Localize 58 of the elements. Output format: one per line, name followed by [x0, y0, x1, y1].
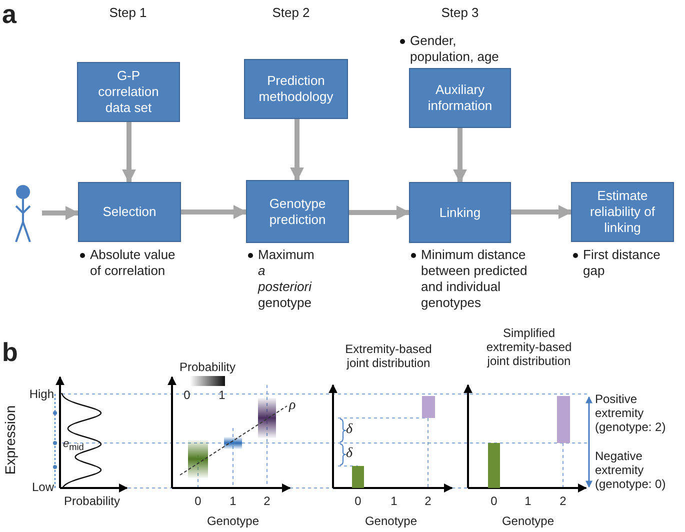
arrow — [181, 205, 248, 219]
arrow — [453, 128, 467, 184]
arrow — [42, 206, 80, 220]
annotation: Positive extremity (genotype: 2) — [595, 392, 667, 434]
gap-label: δ — [346, 447, 354, 461]
axis-title: Genotype — [500, 514, 556, 528]
arrow — [122, 122, 136, 184]
tick-label: 2 — [262, 494, 272, 508]
bullet-note: Maximum a posteriori genotype — [258, 247, 316, 311]
arrow — [349, 206, 410, 220]
process-box — [571, 182, 674, 242]
axis-label: Low — [30, 480, 54, 494]
colorbar-title: Probability — [178, 360, 237, 374]
step-heading: Step 3 — [440, 6, 480, 20]
chart-title: Extremity-based joint distribution — [344, 342, 433, 370]
box-label: Linking — [439, 204, 481, 220]
step-heading: Step 2 — [271, 6, 311, 20]
process-box — [244, 59, 348, 119]
tick-label: 0 — [194, 494, 202, 508]
process-box — [246, 180, 349, 243]
panel-letter: b — [2, 338, 19, 366]
bullet-note: Absolute value of correlation — [90, 247, 176, 279]
bullet-note: Minimum distance between predicted and individual genotypes — [421, 247, 528, 311]
process-box — [409, 182, 511, 243]
process-box — [78, 182, 181, 242]
box-label: Prediction methodology — [258, 73, 334, 105]
axis-title: Genotype — [206, 514, 260, 528]
process-box — [77, 62, 180, 122]
chart-title: Simplified extremity-based joint distribution — [485, 326, 573, 368]
arrow — [290, 119, 304, 182]
bullet-note: First distance gap — [583, 247, 662, 279]
axis-title: Expression — [3, 404, 17, 477]
axis-title: Probability — [62, 494, 122, 508]
tick-label: 2 — [424, 494, 432, 508]
tick-label: 0 — [354, 494, 362, 508]
axis-title: Genotype — [364, 514, 418, 528]
box-label: G-P correlation data set — [97, 68, 160, 116]
curve-label: e$_{mid}$ — [63, 437, 85, 454]
line-label: ρ — [289, 399, 297, 413]
panel-letter: a — [2, 0, 18, 28]
box-label: Genotype prediction — [268, 196, 327, 228]
tick-label: 0 — [490, 494, 498, 508]
step-heading: Step 1 — [108, 6, 148, 20]
axis-label: High — [28, 387, 54, 401]
bullet-note: Gender, population, age — [410, 33, 500, 65]
annotation: Negative extremity (genotype: 0) — [595, 449, 667, 491]
tick-label: 0 — [182, 388, 192, 402]
gap-label: δ — [346, 423, 354, 437]
tick-label: 2 — [558, 494, 568, 508]
process-box — [409, 68, 511, 128]
box-label: Selection — [102, 204, 156, 220]
arrow — [511, 205, 572, 219]
tick-label: 1 — [228, 494, 238, 508]
box-label: Auxiliary information — [426, 82, 494, 114]
tick-label: 1 — [524, 494, 532, 508]
tick-label: 1 — [390, 494, 398, 508]
tick-label: 1 — [218, 388, 226, 402]
box-label: Estimate reliability of linking — [588, 188, 656, 236]
